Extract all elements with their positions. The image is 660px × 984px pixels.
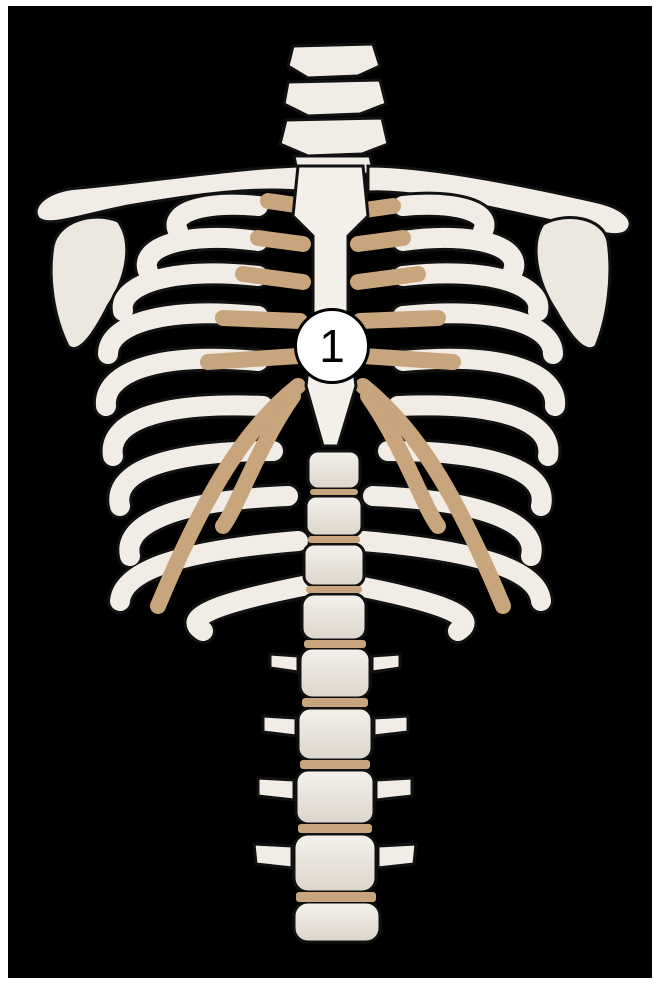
- annotation-marker-1: 1: [294, 308, 370, 384]
- ribcage-illustration: [8, 6, 652, 978]
- spine: [294, 451, 380, 942]
- sternum: [293, 166, 368, 446]
- cervical-spine: [280, 44, 388, 176]
- image-frame: 1: [8, 6, 652, 978]
